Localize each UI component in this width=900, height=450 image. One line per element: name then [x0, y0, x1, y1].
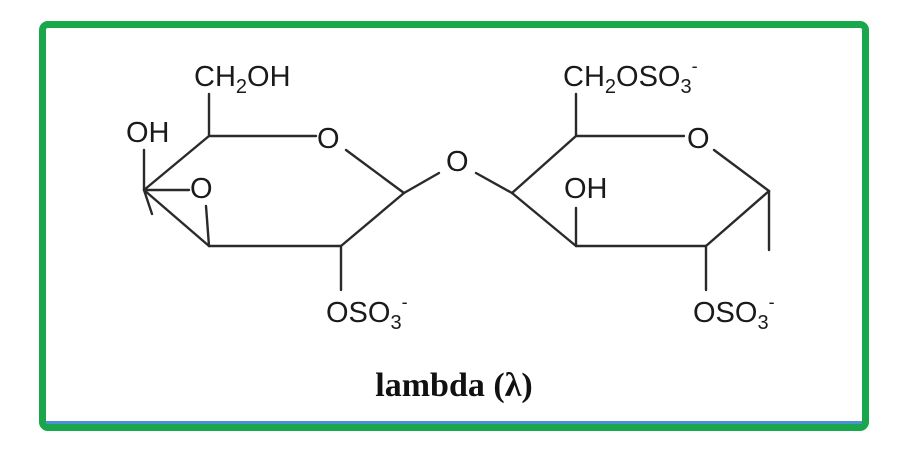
ring1-ringO-c1-bond: [344, 148, 406, 195]
ring2-bonds: [474, 92, 771, 292]
structure-caption: lambda (λ): [375, 367, 532, 404]
ring2-c3-c4-bond: [510, 191, 578, 248]
ring1-oso3-label: OSO3-: [326, 292, 408, 334]
ring2-oh-label: OH: [564, 173, 608, 205]
ring2-c1-c2-bond: [704, 189, 771, 248]
ring1-c4-stub-bond: [142, 188, 154, 216]
ring1-c1-glycosidicO-bond: [402, 171, 441, 195]
ring2-ring-oxygen-label: O: [687, 123, 710, 155]
ring1-c4-c5-bond: [142, 134, 211, 192]
ring1-bridgeO-c3-bond: [204, 204, 211, 248]
ring2-ringO-c1-bond: [712, 148, 771, 193]
lambda-carrageenan-structure: CH2OH OH O O OSO3- O CH2OSO3- O OH OSO3-…: [126, 56, 775, 404]
ring1-oh-label: OH: [126, 117, 170, 149]
ring1-c1-c2-bond: [339, 191, 406, 248]
ring2-ch2oso3-label: CH2OSO3-: [563, 56, 698, 98]
ring1-ch2oh-label: CH2OH: [194, 61, 291, 98]
ring1-c3-c4-bond: [142, 188, 211, 248]
structure-frame: CH2OH OH O O OSO3- O CH2OSO3- O OH OSO3-…: [39, 21, 869, 431]
ring1-ring-oxygen-label: O: [317, 123, 340, 155]
ring2-oso3-label: OSO3-: [693, 292, 775, 334]
bottom-accent-line: [46, 421, 862, 424]
ring2-glycosidicO-c4-bond: [474, 171, 514, 195]
ring1-bridge-oxygen-label: O: [190, 173, 213, 205]
ring1-bonds: [142, 92, 441, 292]
glycosidic-oxygen-label: O: [446, 146, 469, 178]
ring2-c4-c5-bond: [510, 134, 578, 195]
